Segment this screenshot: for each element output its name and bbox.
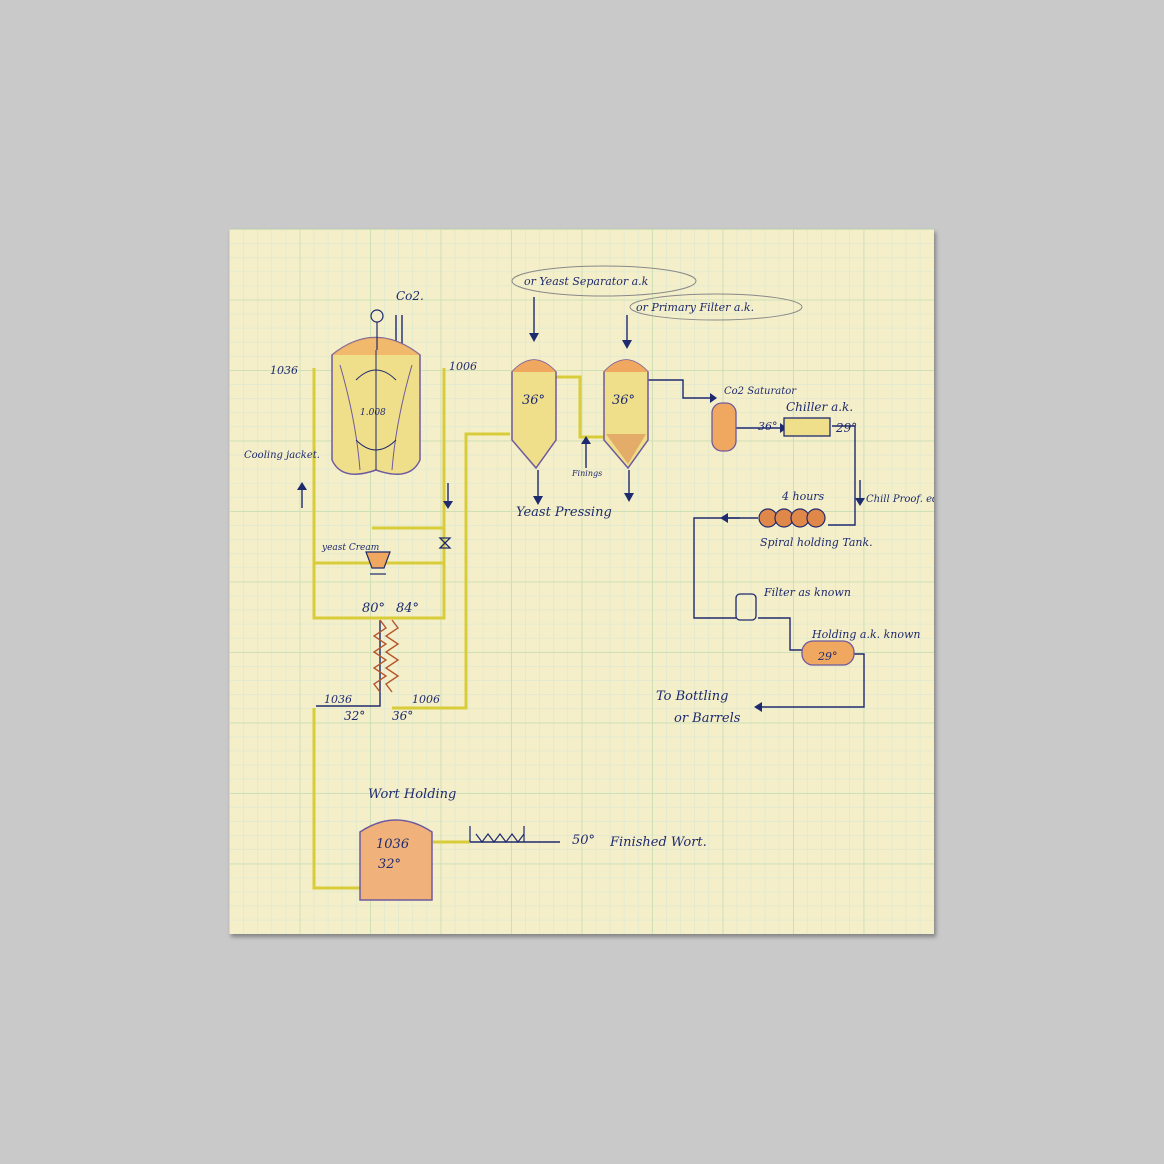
diagram-labels: Co2. 1036 1006 1.008 Cooling jacket. yea… <box>244 275 934 872</box>
label-finished-temp: 50° <box>572 833 595 848</box>
label-exchanger-right-gravity: 1006 <box>412 693 440 706</box>
label-wort-temp: 32° <box>378 857 401 872</box>
label-cooling-jacket: Cooling jacket. <box>244 450 320 461</box>
yeast-separator-callout <box>511 265 697 297</box>
label-wort-gravity: 1036 <box>376 837 409 852</box>
gauge-icon <box>370 309 384 323</box>
label-tank2-temp: 36° <box>612 393 635 408</box>
line-holding-to-bottling <box>760 653 865 708</box>
label-chiller-temp-in: 36° <box>758 420 778 433</box>
label-tank1-temp: 36° <box>522 393 545 408</box>
wort-holding-tank <box>359 819 433 901</box>
label-yeast-separator-note: or Yeast Separator a.k <box>524 275 649 288</box>
pipe-tank1-to-tank2 <box>556 375 606 439</box>
heat-exchanger-coil <box>372 619 400 693</box>
line-spiral-to-filter <box>693 517 758 619</box>
label-holding-temp: 29° <box>817 650 838 663</box>
label-filter: Filter as known <box>763 586 851 599</box>
pipes <box>312 368 606 890</box>
holding-tank <box>801 640 855 666</box>
label-exchanger-temp-out: 36° <box>392 709 413 723</box>
primary-filter-callout <box>629 293 803 321</box>
graph-paper-sheet: Co2. 1036 1006 1.008 Cooling jacket. yea… <box>229 229 934 934</box>
label-finings: Finings <box>571 469 602 478</box>
label-yeast-pressing: Yeast Pressing <box>516 505 612 520</box>
label-chill-proof: Chill Proof. ed. <box>866 494 934 505</box>
pipe-fermenter-loop <box>312 368 446 620</box>
co2-saturator-vessel <box>711 402 737 452</box>
yeast-trap-icon <box>365 551 391 575</box>
label-chiller: Chiller a.k. <box>786 400 853 414</box>
fermenter-vessel <box>331 336 421 475</box>
label-fermenter-temp-out: 84° <box>396 601 419 616</box>
label-co2-top: Co2. <box>396 289 424 303</box>
yeast-separator-tank <box>511 359 557 470</box>
line-tank2-to-co2 <box>645 379 714 399</box>
label-holding: Holding a.k. known <box>811 628 921 641</box>
pipe-fermenter-to-tank1 <box>392 432 510 710</box>
label-spiral-tank: Spiral holding Tank. <box>760 536 873 549</box>
label-co2-saturator: Co2 Saturator <box>724 386 797 397</box>
label-fermenter-left-gravity: 1036 <box>270 364 298 377</box>
label-fermenter-temp-in: 80° <box>362 601 385 616</box>
line-chiller-to-spiral <box>828 425 856 526</box>
brewery-flow-diagram: Co2. 1036 1006 1.008 Cooling jacket. yea… <box>244 265 934 901</box>
label-chiller-temp-out: 29° <box>835 421 857 435</box>
valve-icon <box>438 537 452 549</box>
label-or-barrels: or Barrels <box>674 711 741 726</box>
wort-heater-coil <box>469 826 525 843</box>
co2-inlet-pipes <box>395 315 403 345</box>
spiral-holding-tank <box>758 508 826 528</box>
label-fermenter-inner: 1.008 <box>360 408 386 418</box>
chiller-unit <box>783 417 831 437</box>
pipe-wort-holding-up <box>312 708 360 890</box>
line-filter-to-holding <box>758 617 802 651</box>
label-exchanger-left-gravity: 1036 <box>324 693 352 706</box>
label-primary-filter-note: or Primary Filter a.k. <box>636 301 754 314</box>
label-finished-wort: Finished Wort. <box>609 835 707 850</box>
arrowheads <box>297 333 865 712</box>
primary-filter-tank <box>603 359 649 470</box>
label-fermenter-right-gravity: 1006 <box>449 360 477 373</box>
label-yeast-cream: yeast Cream <box>321 543 379 553</box>
label-wort-holding: Wort Holding <box>368 787 456 802</box>
label-exchanger-temp-in: 32° <box>344 709 365 723</box>
label-to-bottling: To Bottling <box>656 689 728 704</box>
filter-vessel <box>735 593 757 621</box>
label-hours: 4 hours <box>781 490 825 503</box>
